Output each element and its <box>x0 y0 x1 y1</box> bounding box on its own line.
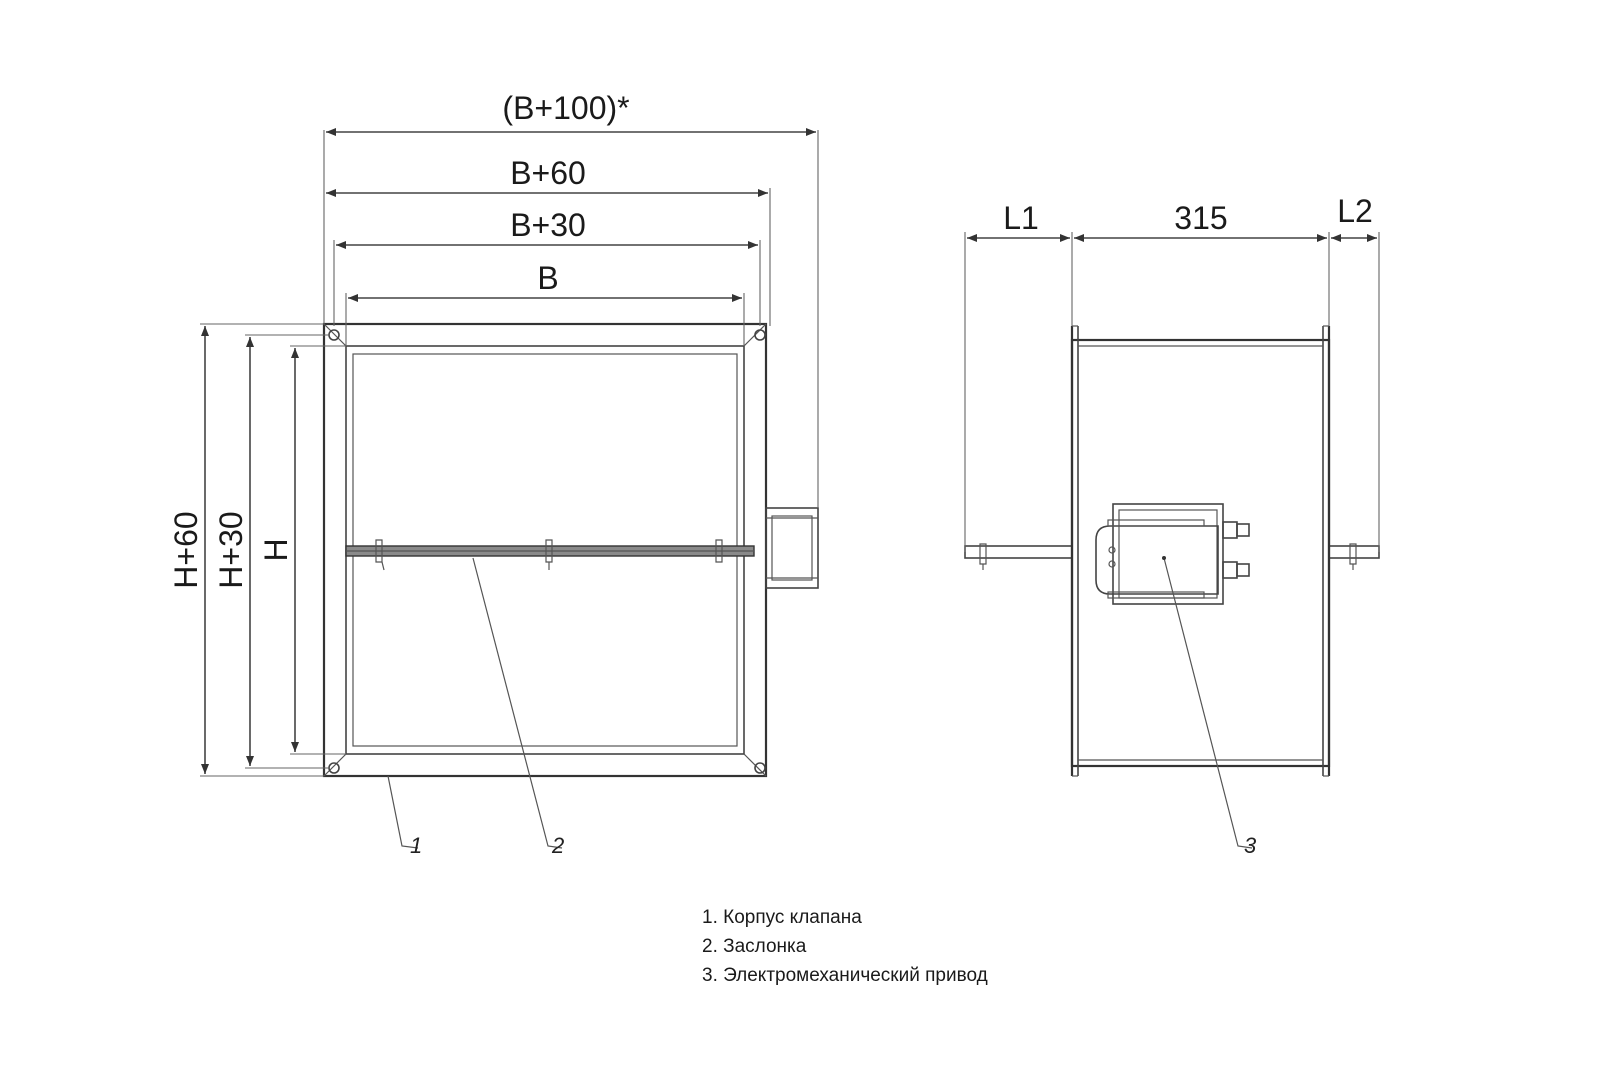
side-body <box>1070 325 1331 777</box>
front-width-dimensions: (B+100)* B+60 B+30 B <box>323 90 819 508</box>
dim-label-l2: L2 <box>1337 193 1373 229</box>
dim-label-b100: (B+100)* <box>502 90 629 126</box>
side-view: L1 315 L2 3 <box>964 193 1380 858</box>
leader-line-1 <box>387 775 419 849</box>
front-actuator-housing <box>765 507 819 589</box>
callout-2: 2 <box>551 833 564 858</box>
damper-blade <box>345 539 755 571</box>
side-actuator <box>1095 503 1250 605</box>
dim-label-h: H <box>258 538 294 561</box>
parts-legend: 1. Корпус клапана 2. Заслонка 3. Электро… <box>702 903 988 990</box>
mounting-hole <box>754 329 766 341</box>
mounting-hole <box>754 762 766 774</box>
dim-label-b: B <box>537 260 558 296</box>
front-view: (B+100)* B+60 B+30 B H+60 H+30 H 1 2 <box>168 90 819 858</box>
side-blade-left <box>964 545 1073 559</box>
legend-item-2: 2. Заслонка <box>702 936 807 957</box>
leader-line-3 <box>1163 557 1253 849</box>
dim-label-h60: H+60 <box>168 511 204 588</box>
dim-label-b60: B+60 <box>510 155 586 191</box>
leader-line-2 <box>472 557 563 849</box>
callout-3: 3 <box>1244 833 1257 858</box>
callout-1: 1 <box>410 833 422 858</box>
side-blade-right <box>1328 545 1380 559</box>
front-height-dimensions: H+60 H+30 H <box>168 323 346 777</box>
side-dimensions: L1 315 L2 <box>964 193 1380 552</box>
legend-item-1: 1. Корпус клапана <box>702 907 862 928</box>
dim-label-315: 315 <box>1174 200 1227 236</box>
mounting-hole <box>328 329 340 341</box>
dim-label-h30: H+30 <box>213 511 249 588</box>
legend-item-3: 3. Электромеханический привод <box>702 965 988 986</box>
mounting-hole <box>328 762 340 774</box>
dim-label-b30: B+30 <box>510 207 586 243</box>
dim-label-l1: L1 <box>1003 200 1039 236</box>
